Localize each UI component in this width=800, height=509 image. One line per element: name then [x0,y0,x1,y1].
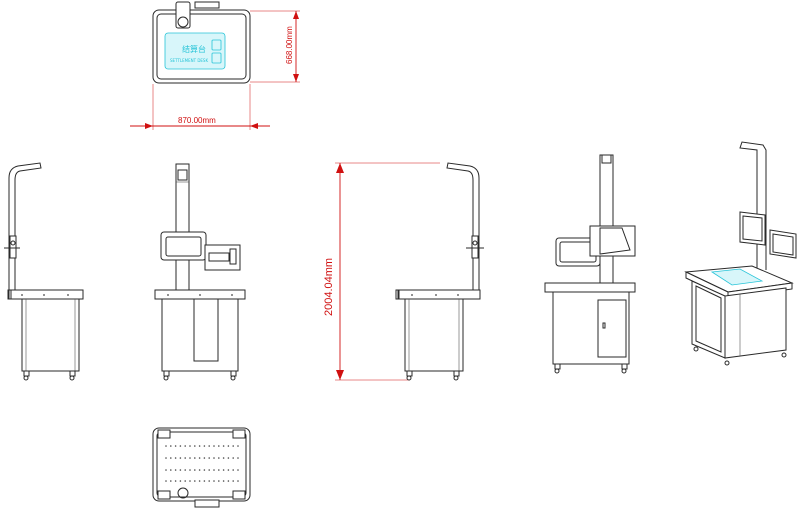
hole [179,445,182,447]
back-view [544,154,636,374]
hole [184,457,186,459]
dimension-depth: 668.00mm [250,10,300,83]
dimension-width: 870.00mm [130,84,270,130]
hole [222,445,225,447]
hole [194,469,196,471]
hole [170,457,172,459]
hole [208,480,210,482]
top-view-screen [164,32,226,70]
hole [232,469,234,471]
dimension-height: 2004.04mm [323,162,440,381]
hole [165,469,167,471]
hole [218,445,220,447]
hole [184,445,186,447]
hole [198,445,201,447]
hole [237,469,239,471]
hole [170,445,172,447]
hole [165,480,167,482]
hole [237,480,239,482]
hole [194,457,196,459]
hole [213,445,215,447]
hole [222,469,225,471]
hole [237,457,239,459]
top-view-screen-title: 结算台 [182,44,206,54]
depth-dimension-label: 668.00mm [285,26,294,64]
hole [194,445,196,447]
hole [198,457,201,459]
hole [227,469,230,471]
hole [198,469,201,471]
hole [237,445,239,447]
hole [165,445,167,447]
hole [184,480,186,482]
hole [189,469,191,471]
bottom-view-hole-pattern [165,445,239,482]
hole [208,457,210,459]
hole [208,469,210,471]
hole [203,445,206,447]
hole [174,469,177,471]
hole [165,457,167,459]
isometric-view [684,141,797,366]
hole [227,480,230,482]
hole [227,445,230,447]
hole [189,480,191,482]
hole [218,480,220,482]
hole [174,480,177,482]
hole [213,480,215,482]
hole [218,469,220,471]
width-dimension-label: 870.00mm [178,116,216,125]
isometric-monitor [739,211,766,246]
top-view-screen-subtitle: SETTLEMENT DESK [170,58,208,63]
hole [170,480,172,482]
side-view-right [395,162,484,381]
isometric-glow-screen [710,268,764,286]
hole [170,469,172,471]
hole [198,480,201,482]
side-view-left [4,162,84,381]
hole [174,445,177,447]
front-view [154,163,246,381]
hole [194,480,196,482]
hole [213,469,215,471]
hole [203,457,206,459]
hole [232,480,234,482]
hole [213,457,215,459]
hole [222,480,225,482]
hole [218,457,220,459]
hole [179,457,182,459]
hole [232,445,234,447]
bottom-view [152,427,251,508]
hole [203,480,206,482]
hole [179,480,182,482]
hole [232,457,234,459]
hole [174,457,177,459]
hole [184,469,186,471]
top-view: 结算台 SETTLEMENT DESK [152,1,251,84]
height-dimension-label: 2004.04mm [323,258,335,316]
hole [227,457,230,459]
hole [222,457,225,459]
hole [208,445,210,447]
hole [179,469,182,471]
hole [189,445,191,447]
hole [203,469,206,471]
hole [189,457,191,459]
